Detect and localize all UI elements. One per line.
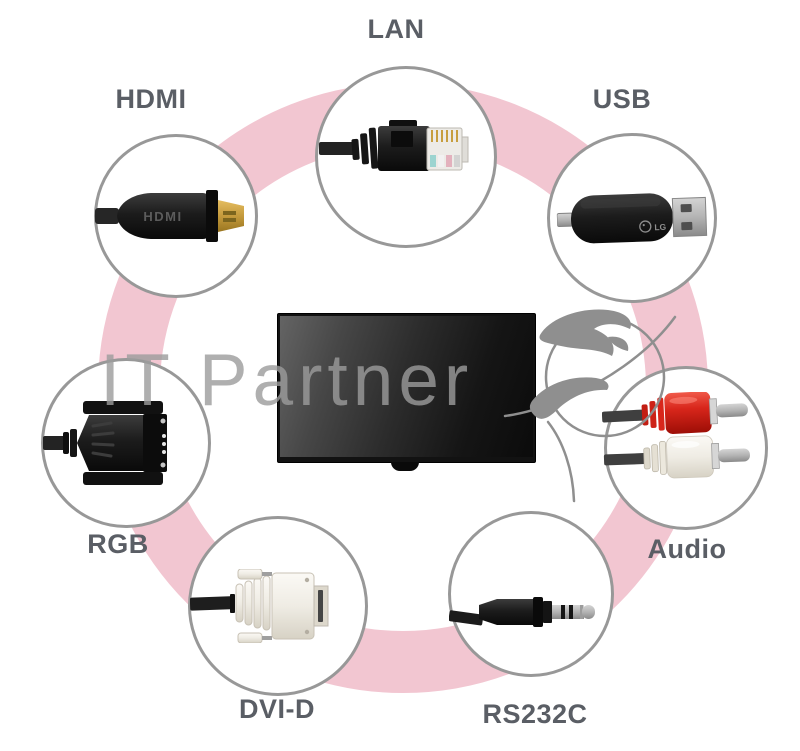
rs232c-tip <box>582 605 595 619</box>
vga-bottom-flange <box>83 472 163 485</box>
port-label-hdmi: HDMI <box>115 84 187 114</box>
port-circle-lan <box>315 66 497 248</box>
rs232c-shaft <box>552 605 584 619</box>
swirl-lower-blob <box>529 377 609 419</box>
port-circle-hdmi: HDMI <box>94 134 258 298</box>
port-label-rs232c: RS232C <box>482 699 588 729</box>
dvi-cable <box>190 596 233 611</box>
lg-logo-text: LG <box>654 222 667 232</box>
display-monitor <box>277 313 536 463</box>
lg-logo: LG <box>639 220 667 233</box>
hdmi-body <box>117 193 208 239</box>
port-circle-dvi <box>188 516 368 696</box>
usb-dongle-icon: LG <box>556 193 708 244</box>
lan-wires <box>430 155 460 167</box>
swirl-swoosh-lower <box>546 420 576 503</box>
port-label-lan: LAN <box>367 14 425 44</box>
watermark-text: IT Partner <box>100 340 474 421</box>
hdmi-molded-text: HDMI <box>143 209 182 224</box>
port-circle-rgb <box>41 358 211 528</box>
hdmi-gold-plug <box>218 200 244 232</box>
usb-a-plug <box>671 196 708 238</box>
vga-cable <box>43 436 65 450</box>
display-stand <box>391 462 419 471</box>
port-label-audio: Audio <box>647 534 727 564</box>
swirl-upper-blob <box>539 309 631 356</box>
port-circle-usb: LG <box>547 133 717 303</box>
hdmi-cable <box>95 208 119 224</box>
rs232c-cable <box>449 610 484 626</box>
vga-connector-icon <box>43 401 167 485</box>
dvi-thumbscrew-top <box>237 569 263 580</box>
dvi-body <box>271 572 315 640</box>
hdmi-collar <box>206 190 218 242</box>
usb-micro-plug <box>556 212 574 228</box>
dvi-connector-icon <box>190 569 329 643</box>
ethernet-lan-connector-icon <box>319 120 469 171</box>
vga-grip-ridges <box>91 421 115 458</box>
lan-strain-relief <box>351 127 379 169</box>
display-screen <box>280 316 533 457</box>
rca-audio-connectors-icon <box>602 392 750 479</box>
lan-gold-pins <box>431 130 458 142</box>
port-label-rgb: RGB <box>87 529 149 559</box>
port-circle-audio <box>602 366 768 530</box>
port-label-dvi: DVI-D <box>239 694 315 724</box>
port-label-usb: USB <box>592 84 652 114</box>
vga-shell <box>77 415 147 471</box>
hdmi-connector-icon: HDMI <box>95 190 244 242</box>
vga-face <box>143 414 167 472</box>
trs-jack-connector-icon <box>449 597 595 627</box>
rs232c-handle <box>479 599 537 625</box>
vga-top-flange <box>83 401 163 414</box>
dvi-grip-ridges <box>235 575 271 631</box>
lan-cable <box>319 142 355 155</box>
watermark-swirl-logo <box>503 309 677 503</box>
rca-white-plug <box>603 435 750 479</box>
dvi-thumbscrew-bottom <box>237 632 263 643</box>
port-circle-rs232c <box>448 511 614 677</box>
